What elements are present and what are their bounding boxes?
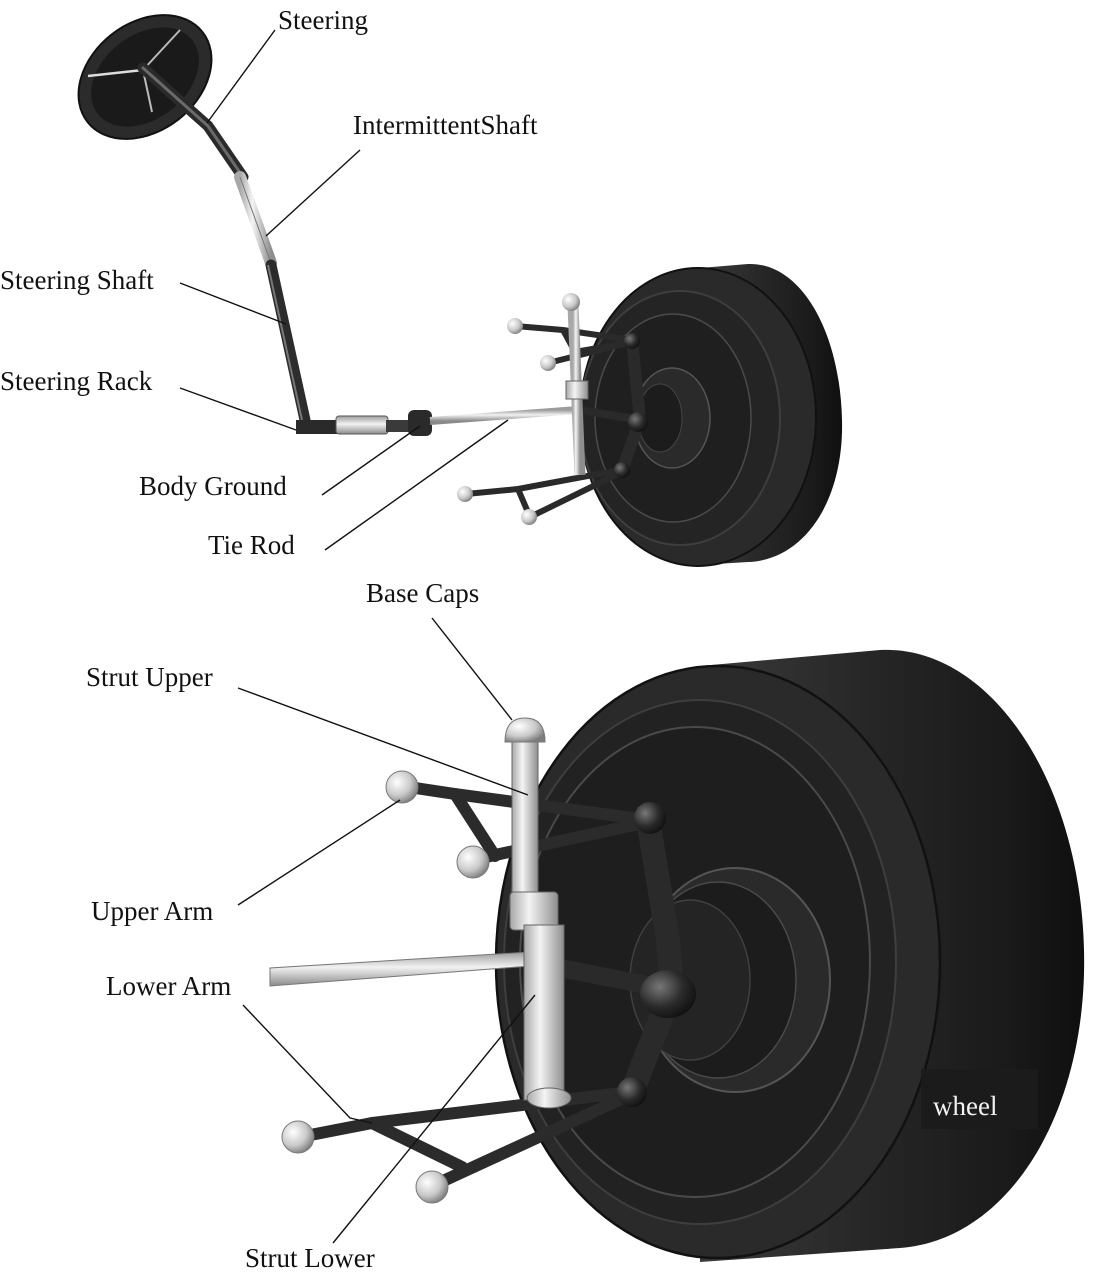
bottom-assembly bbox=[269, 649, 1085, 1262]
bottom-upper-arm bbox=[396, 780, 654, 866]
wheel-label-box: wheel bbox=[921, 1069, 1038, 1129]
steering-shaft-part bbox=[265, 259, 311, 426]
leader-strut-upper bbox=[237, 687, 529, 796]
leader-strut-lower bbox=[332, 994, 536, 1244]
label-strut-upper: Strut Upper bbox=[86, 662, 213, 692]
label-wheel: wheel bbox=[933, 1091, 998, 1121]
bottom-tie-rod bbox=[269, 951, 531, 987]
label-intermittent-shaft: IntermittentShaft bbox=[353, 110, 538, 140]
top-suspension bbox=[457, 293, 648, 525]
label-steering-rack: Steering Rack bbox=[0, 366, 153, 396]
bottom-strut bbox=[504, 717, 572, 1109]
bottom-knuckle bbox=[536, 808, 696, 1104]
leader-base-caps bbox=[431, 617, 513, 721]
label-upper-arm: Upper Arm bbox=[91, 896, 214, 926]
leader-body-ground bbox=[321, 425, 421, 496]
label-lower-arm: Lower Arm bbox=[106, 971, 232, 1001]
top-assembly bbox=[77, 14, 843, 567]
label-steering-shaft: Steering Shaft bbox=[0, 265, 154, 295]
leader-lower-arm bbox=[242, 1004, 373, 1124]
bottom-wheel bbox=[494, 649, 1085, 1262]
leader-intermittent-shaft bbox=[265, 149, 361, 237]
leader-steering bbox=[206, 29, 276, 124]
label-tie-rod: Tie Rod bbox=[208, 530, 295, 560]
label-base-caps: Base Caps bbox=[366, 578, 480, 608]
label-steering: Steering bbox=[278, 5, 368, 35]
tie-rod-part bbox=[429, 406, 579, 425]
label-strut-lower: Strut Lower bbox=[245, 1243, 375, 1273]
leader-steering-rack bbox=[179, 387, 297, 431]
label-body-ground: Body Ground bbox=[139, 471, 287, 501]
steering-wheel bbox=[77, 14, 213, 140]
leader-steering-shaft bbox=[179, 282, 287, 325]
steering-rack-part bbox=[296, 420, 338, 434]
leader-lines bbox=[179, 29, 536, 1244]
leader-tie-rod bbox=[324, 419, 509, 551]
leader-upper-arm bbox=[237, 799, 401, 906]
